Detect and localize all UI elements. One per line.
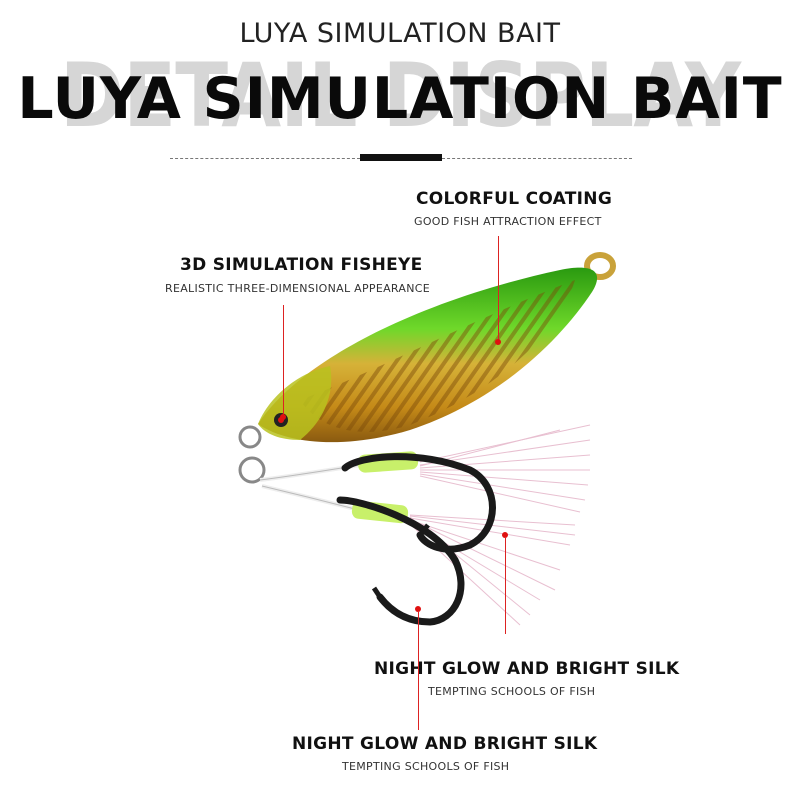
callout-coating-desc: GOOD FISH ATTRACTION EFFECT <box>414 215 602 228</box>
lure-scales <box>300 280 575 432</box>
callout-coating-title: COLORFUL COATING <box>416 189 613 209</box>
callout-silk-upper-desc: TEMPTING SCHOOLS OF FISH <box>428 685 596 698</box>
callout-silk-lower-line <box>418 612 419 730</box>
callout-fisheye-desc: REALISTIC THREE-DIMENSIONAL APPEARANCE <box>165 282 431 295</box>
page-title: LUYA SIMULATION BAIT <box>17 66 783 132</box>
callout-silk-upper-title: NIGHT GLOW AND BRIGHT SILK <box>374 659 680 679</box>
callout-silk-lower-dot <box>415 606 421 612</box>
silk-feathers <box>409 424 591 626</box>
callout-fisheye-line <box>283 305 284 417</box>
hook-lower <box>336 496 465 626</box>
callout-silk-lower-title: NIGHT GLOW AND BRIGHT SILK <box>292 734 598 754</box>
callout-silk-upper-dot <box>502 532 508 538</box>
callout-silk-lower-desc: TEMPTING SCHOOLS OF FISH <box>342 760 510 773</box>
callout-coating-dot <box>495 339 501 345</box>
eyelet-ring <box>584 252 616 280</box>
divider-right <box>442 158 632 159</box>
page-subtitle: LUYA SIMULATION BAIT <box>239 18 561 49</box>
callout-coating-line <box>498 236 499 342</box>
split-ring-1 <box>238 425 262 449</box>
callout-fisheye-title: 3D SIMULATION FISHEYE <box>180 255 423 275</box>
watermark-text: DETAIL DISPLAY <box>59 44 741 147</box>
divider-bar <box>360 154 442 161</box>
divider-left <box>170 158 360 159</box>
callout-silk-upper-line <box>505 538 506 634</box>
callout-fisheye-dot <box>280 414 286 420</box>
split-ring-2 <box>238 456 266 484</box>
